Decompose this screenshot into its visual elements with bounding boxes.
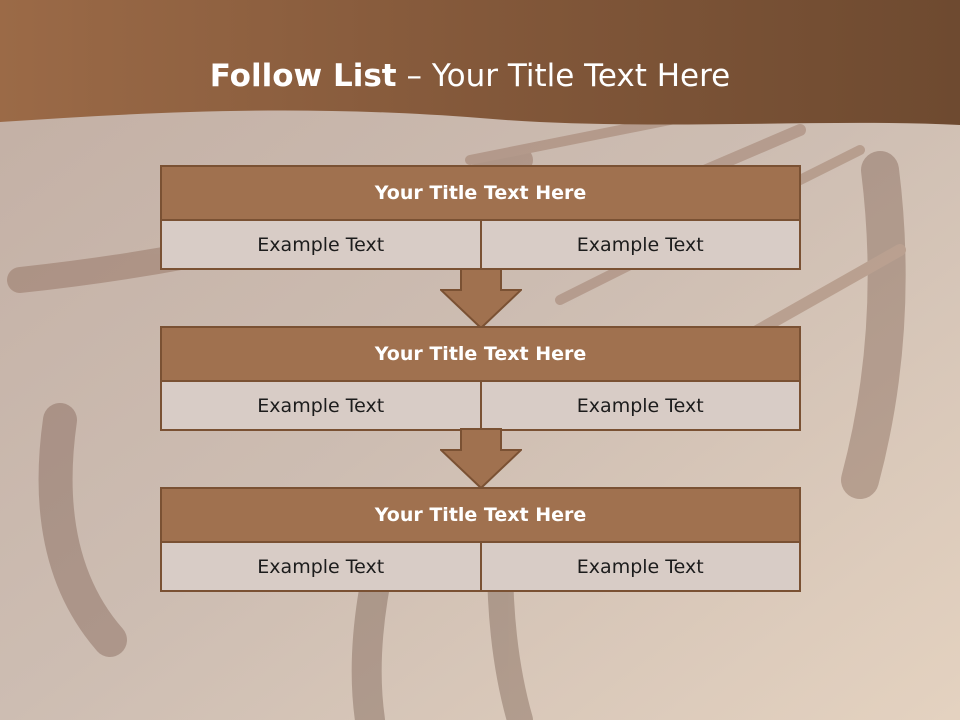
block-1-row: Example Text Example Text	[160, 221, 801, 270]
block-3-row: Example Text Example Text	[160, 543, 801, 592]
down-arrow-2	[440, 428, 522, 490]
block-2-title: Your Title Text Here	[160, 326, 801, 382]
slide-title-bold: Follow List	[209, 58, 397, 94]
block-1-left-cell: Example Text	[160, 221, 482, 270]
block-2-right-cell: Example Text	[481, 382, 801, 431]
block-3-left-cell: Example Text	[160, 543, 482, 592]
flow-block-3: Your Title Text Here Example Text Exampl…	[160, 487, 801, 592]
block-2-left-cell: Example Text	[160, 382, 482, 431]
block-3-right-cell: Example Text	[481, 543, 801, 592]
block-1-right-cell: Example Text	[481, 221, 801, 270]
block-1-title: Your Title Text Here	[160, 165, 801, 221]
block-3-title: Your Title Text Here	[160, 487, 801, 543]
block-2-row: Example Text Example Text	[160, 382, 801, 431]
down-arrow-1	[440, 268, 522, 330]
flow-block-2: Your Title Text Here Example Text Exampl…	[160, 326, 801, 431]
slide-title-rest: – Your Title Text Here	[396, 58, 731, 94]
slide-title: Follow List – Your Title Text Here	[0, 56, 940, 96]
flow-block-1: Your Title Text Here Example Text Exampl…	[160, 165, 801, 270]
